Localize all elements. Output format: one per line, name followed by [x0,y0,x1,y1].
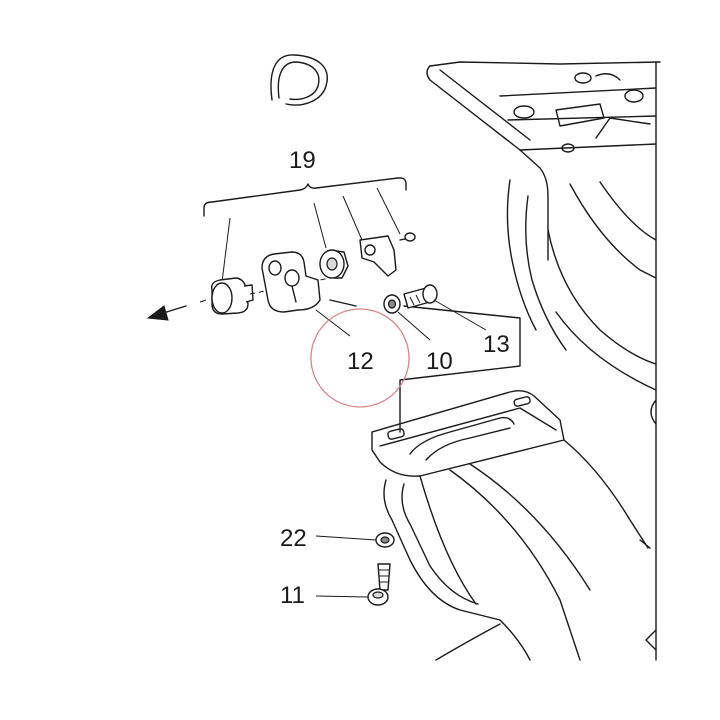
clamp [359,235,397,277]
plug-cap [210,277,254,315]
group-bracket-19 [203,177,407,217]
callout-13: 13 [483,331,510,358]
callout-22: 22 [280,525,307,552]
o-ring [270,54,328,106]
housing-outline [426,61,661,661]
leader-lines-19 [221,187,401,283]
lower-guard [371,389,657,661]
bolt-13 [403,284,438,309]
highlight-circle [310,308,410,408]
callout-11: 11 [280,582,305,609]
spacer-22 [375,532,395,548]
nut [319,249,349,279]
callout-19: 19 [289,147,316,174]
screw-11 [367,563,391,606]
callout-12: 12 [347,348,374,375]
clamp-screw [399,232,416,242]
bracket-plate [261,251,321,313]
direction-arrow [146,299,207,321]
assembly-line [329,299,521,433]
callout-leaders [315,299,487,598]
washer-10 [383,294,401,314]
callout-10: 10 [426,348,453,375]
